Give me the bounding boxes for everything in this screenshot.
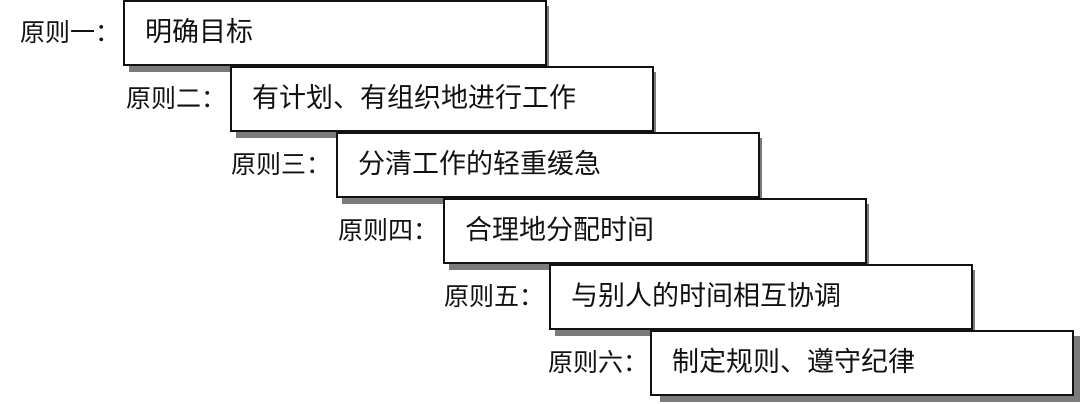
principle-text-3: 分清工作的轻重缓急	[358, 149, 601, 180]
principle-row-5: 原则五： 与别人的时间相互协调	[0, 264, 990, 336]
principle-row-6: 原则六： 制定规则、遵守纪律	[0, 330, 1080, 402]
principle-label-1: 原则一：	[19, 18, 120, 47]
principle-text-6: 制定规则、遵守纪律	[672, 347, 915, 378]
principle-box-6: 制定规则、遵守纪律	[650, 330, 1074, 396]
principle-row-2: 原则二： 有计划、有组织地进行工作	[0, 66, 670, 138]
principle-label-5: 原则五：	[443, 282, 544, 311]
principle-box-3: 分清工作的轻重缓急	[336, 132, 760, 198]
principle-box-4: 合理地分配时间	[443, 198, 867, 264]
principle-label-4: 原则四：	[337, 216, 438, 245]
principle-row-3: 原则三： 分清工作的轻重缓急	[0, 132, 780, 204]
principle-label-3: 原则三：	[230, 150, 331, 179]
principle-label-2: 原则二：	[125, 84, 226, 113]
principle-label-6: 原则六：	[547, 348, 648, 377]
principle-box-1: 明确目标	[123, 0, 547, 66]
principle-text-4: 合理地分配时间	[465, 215, 654, 246]
principle-box-2: 有计划、有组织地进行工作	[230, 66, 654, 132]
principle-text-2: 有计划、有组织地进行工作	[252, 83, 576, 114]
principle-text-1: 明确目标	[145, 17, 253, 48]
principle-row-4: 原则四： 合理地分配时间	[0, 198, 880, 270]
principle-text-5: 与别人的时间相互协调	[571, 281, 841, 312]
principle-row-1: 原则一： 明确目标	[0, 0, 560, 72]
principle-box-5: 与别人的时间相互协调	[549, 264, 973, 330]
